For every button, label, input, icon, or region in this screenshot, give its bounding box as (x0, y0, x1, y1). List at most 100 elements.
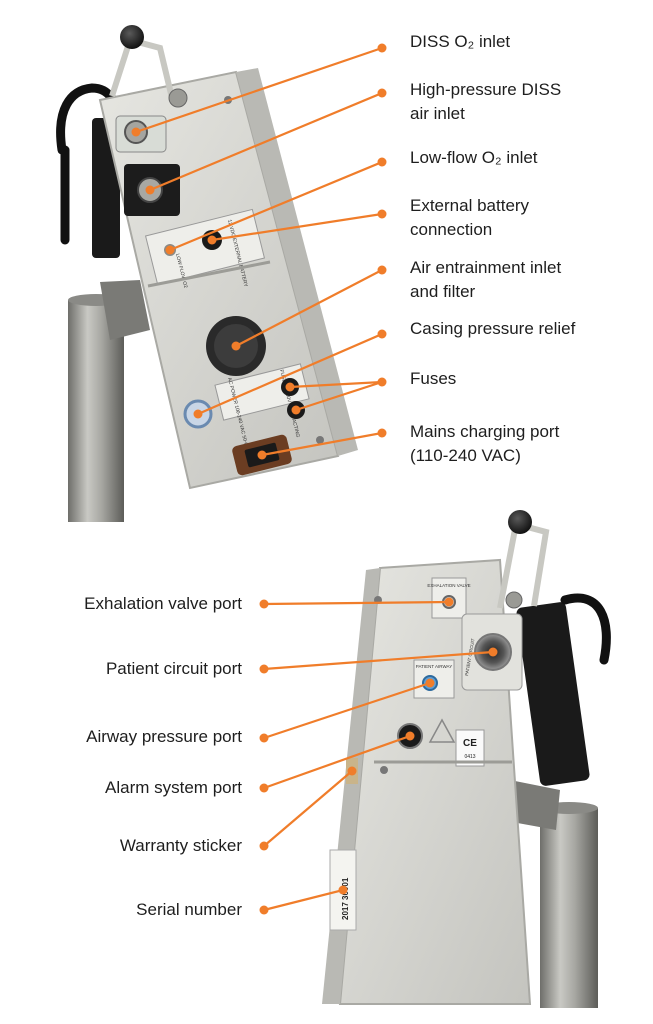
dot-fuses-label (377, 377, 387, 387)
label-hp-air-line1: High-pressure DISS (410, 80, 562, 99)
label-alarm-system-port: Alarm system port (12, 776, 242, 800)
bottom-side-handle (516, 602, 590, 786)
dot-airway-port (425, 678, 435, 688)
leader-patient-circuit (263, 650, 494, 671)
top-leader-lines (135, 46, 383, 457)
dot-casing-relief-label (377, 329, 387, 339)
leader-exhalation (263, 600, 450, 606)
dot-diss-o2-port (131, 127, 141, 137)
dot-battery-port (207, 235, 217, 245)
top-bracket (109, 36, 175, 99)
dot-airway-label (259, 733, 269, 743)
label-serial-text: Serial number (136, 900, 242, 919)
top-casing-side (236, 68, 358, 456)
top-knob (120, 25, 144, 49)
bottom-leader-dots (259, 597, 498, 915)
dot-alarm-label (259, 783, 269, 793)
airway-panel-text: PATIENT AIRWAY (416, 664, 452, 669)
fuse-label-plate (214, 363, 310, 421)
leader-warranty (263, 770, 353, 847)
label-exhalation-valve-port: Exhalation valve port (12, 592, 242, 616)
ce-mark-text: CE (463, 738, 477, 749)
leader-diss-o2 (135, 46, 383, 134)
dot-fuse-1 (285, 382, 295, 392)
bottom-bracket (497, 520, 550, 609)
top-pole-clamp (100, 280, 150, 340)
dot-patient-circuit-label (259, 664, 269, 674)
dot-lowflow-label (377, 157, 387, 167)
label-hp-air-line2: air inlet (410, 104, 465, 123)
leader-air-entrainment (235, 269, 383, 347)
label-fuses-text: Fuses (410, 369, 457, 388)
label-fuses: Fuses (410, 367, 456, 391)
label-alarm-text: Alarm system port (105, 778, 242, 797)
top-screw-lower (316, 436, 324, 444)
ce-label (455, 729, 485, 767)
label-diss-o2-text: DISS O₂ inlet (410, 32, 511, 51)
dot-air-entrainment-port (231, 341, 241, 351)
bottom-pole (540, 808, 598, 1008)
dot-air-entrainment-label (377, 265, 387, 275)
bottom-leader-lines (263, 600, 494, 912)
bottom-pole-clamp (510, 780, 560, 830)
leader-serial (263, 888, 344, 912)
leader-mains (261, 431, 383, 457)
label-airway-text: Airway pressure port (86, 727, 242, 746)
dot-mains-label (377, 428, 387, 438)
top-ridge (147, 260, 271, 288)
dot-exhalation-port (444, 597, 454, 607)
label-air-entr-line1: Air entrainment inlet (410, 258, 562, 277)
label-warranty-text: Warranty sticker (119, 836, 242, 855)
label-mains-line1: Mains charging port (410, 422, 560, 441)
label-patient-circuit-text: Patient circuit port (105, 659, 242, 678)
dot-hp-air-port (145, 185, 155, 195)
leader-airway (263, 681, 431, 740)
label-mains-charging-port: Mains charging port (110-240 VAC) (410, 420, 559, 468)
leader-hp-air (149, 91, 383, 192)
patient-circuit-panel-text: PATIENT CIRCUIT (464, 638, 476, 676)
leader-alarm (263, 734, 411, 790)
dot-exhalation-label (259, 599, 269, 609)
dot-hp-air-label (377, 88, 387, 98)
dot-mains-port (257, 450, 267, 460)
label-warranty-sticker: Warranty sticker (12, 834, 242, 858)
top-bracket-screw (168, 88, 188, 108)
bottom-screw-lower (380, 766, 388, 774)
top-device-illustration: LOW FLOW O2 12 VDC EXTERNAL BATTERY AC P… (56, 25, 358, 522)
leader-fuse-1 (289, 380, 383, 389)
bottom-device-illustration: EXHALATION VALVE PATIENT CIRCUIT PATIENT… (322, 510, 611, 1008)
leader-battery (211, 212, 383, 242)
label-patient-circuit-port: Patient circuit port (12, 657, 242, 681)
dot-alarm-port (405, 731, 415, 741)
dot-serial-plate (338, 885, 348, 895)
dot-warranty-label (259, 841, 269, 851)
label-airway-pressure-port: Airway pressure port (12, 725, 242, 749)
dot-serial-label (259, 905, 269, 915)
leader-lowflow (169, 160, 383, 252)
bottom-knob (508, 510, 532, 534)
exhalation-panel-text: EXHALATION VALVE (427, 583, 470, 588)
warning-triangle (428, 718, 456, 743)
bottom-hook-handle (560, 593, 611, 665)
dot-fuse-2 (291, 405, 301, 415)
label-casing-relief-text: Casing pressure relief (410, 319, 576, 338)
dot-battery-label (377, 209, 387, 219)
label-lowflow-o2-inlet: Low-flow O₂ inlet (410, 146, 538, 170)
label-ext-batt-line2: connection (410, 220, 493, 239)
label-air-entr-line2: and filter (410, 282, 476, 301)
label-diss-o2-inlet: DISS O₂ inlet (410, 30, 510, 54)
leader-fuse-2 (295, 380, 383, 412)
dot-lowflow-port (165, 245, 175, 255)
bottom-bracket-screw (505, 591, 523, 609)
dot-warranty-sticker (347, 766, 357, 776)
label-external-battery: External battery connection (410, 194, 529, 242)
ce-number-text: 0413 (464, 754, 475, 760)
dot-diss-o2-label (377, 43, 387, 53)
serial-number-text: 2017 30001 (341, 877, 350, 920)
label-mains-line2: (110-240 VAC) (410, 446, 521, 465)
label-lowflow-text: Low-flow O₂ inlet (410, 148, 538, 167)
dot-casing-relief-port (193, 409, 203, 419)
label-exhalation-text: Exhalation valve port (84, 594, 242, 613)
label-casing-pressure-relief: Casing pressure relief (410, 317, 575, 341)
